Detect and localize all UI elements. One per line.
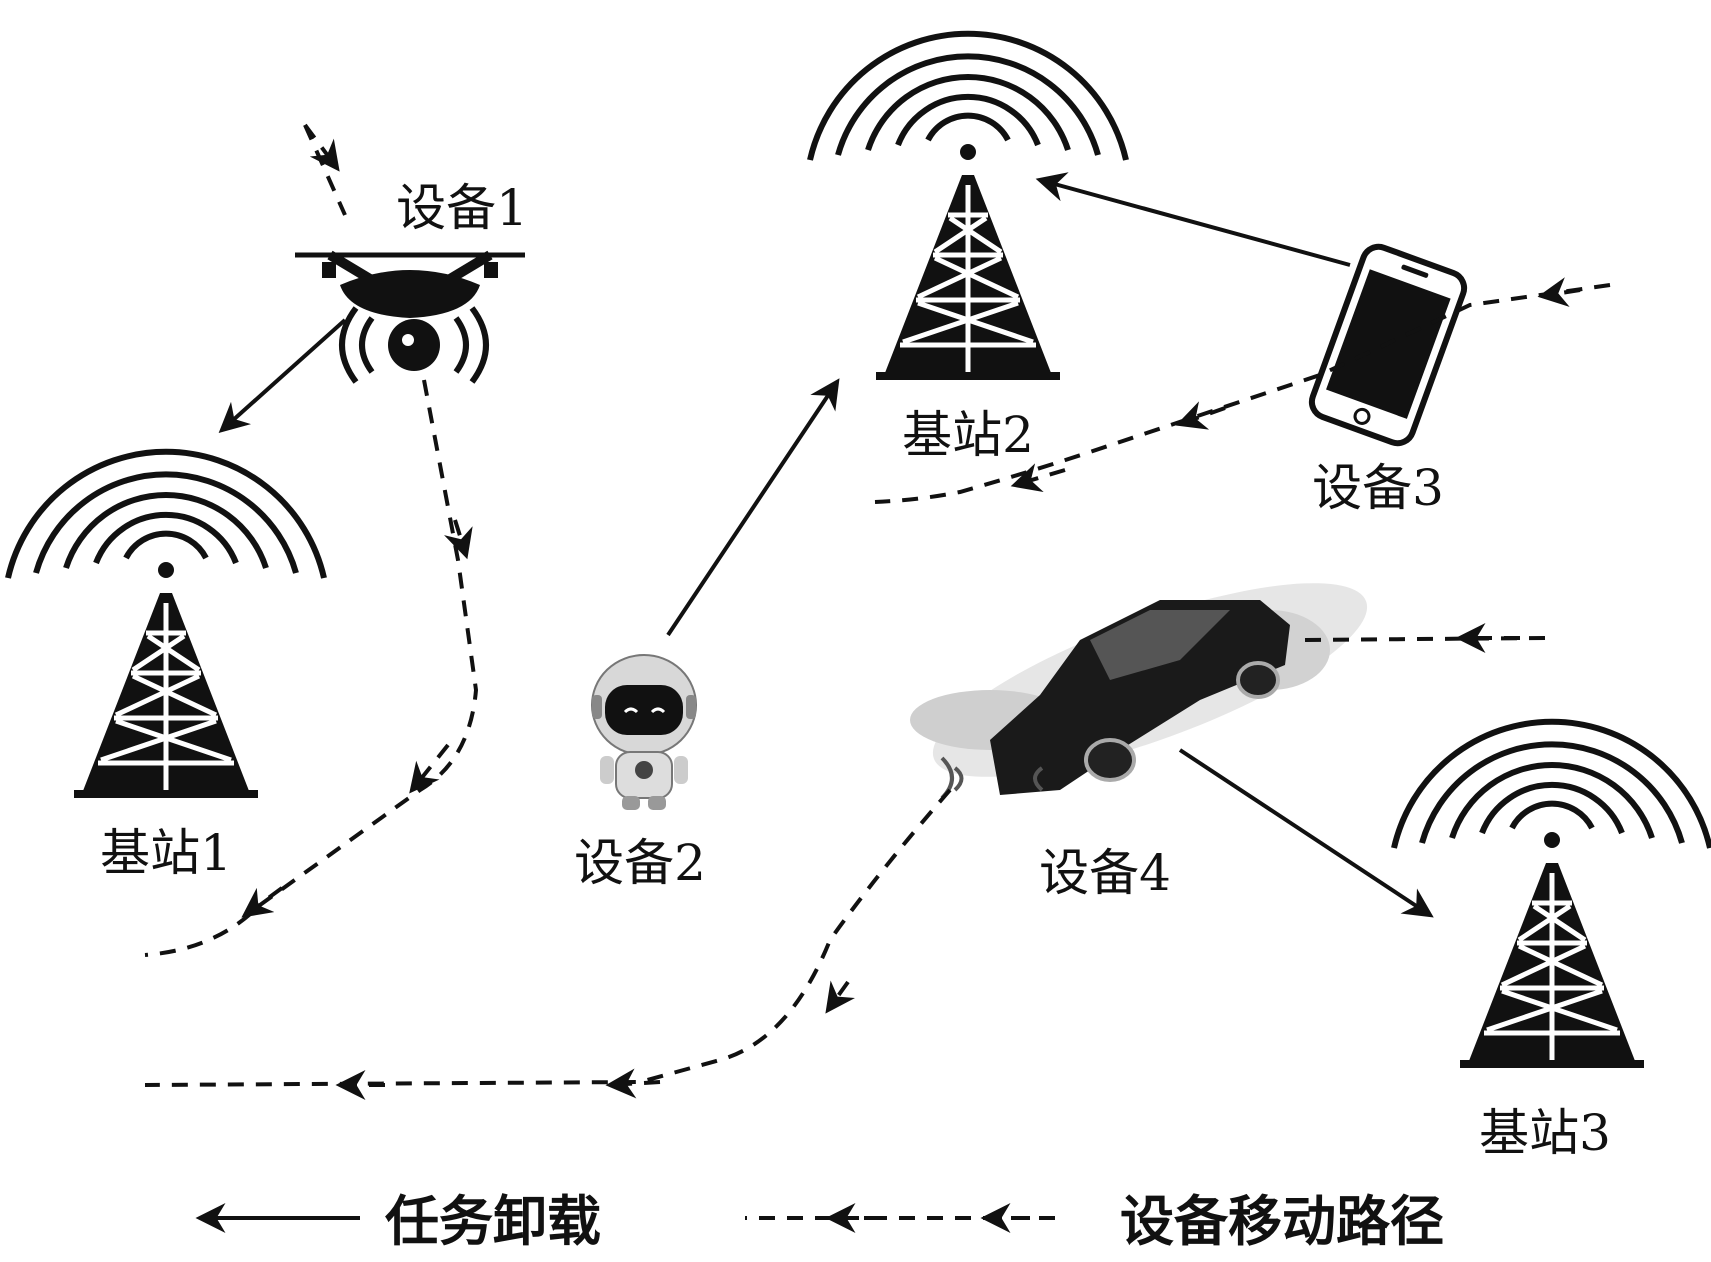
legend-movement-label: 设备移动路径 bbox=[1120, 1189, 1444, 1253]
drone-icon bbox=[295, 250, 525, 384]
station-label-3: 基站3 bbox=[1479, 1104, 1611, 1162]
legend-offload-label: 任务卸载 bbox=[385, 1189, 601, 1253]
robot-icon bbox=[591, 654, 697, 810]
legend: 任务卸载 设备移动路径 bbox=[195, 1189, 1444, 1253]
offload-arrow-1 bbox=[218, 318, 347, 433]
movement-path-1 bbox=[144, 123, 479, 957]
offload-arrow-3 bbox=[1035, 172, 1351, 267]
base-station-3 bbox=[1394, 722, 1710, 1068]
movement-path-4 bbox=[144, 623, 1546, 1100]
offload-arrow-2 bbox=[666, 378, 840, 637]
device-label-2: 设备2 bbox=[574, 834, 706, 892]
movement-path-3 bbox=[874, 277, 1611, 504]
tower-icon bbox=[8, 452, 324, 798]
device-label-3: 设备3 bbox=[1312, 459, 1444, 517]
station-label-1: 基站1 bbox=[100, 824, 232, 882]
base-station-2 bbox=[810, 34, 1126, 380]
car-icon bbox=[910, 583, 1368, 800]
device-label-1: 设备1 bbox=[396, 179, 528, 237]
tower-icon bbox=[1394, 722, 1710, 1068]
tower-icon bbox=[810, 34, 1126, 380]
device-label-4: 设备4 bbox=[1039, 844, 1171, 902]
station-label-2: 基站2 bbox=[902, 406, 1034, 464]
base-station-1 bbox=[8, 452, 324, 798]
offload-arrow-4 bbox=[1178, 748, 1434, 918]
